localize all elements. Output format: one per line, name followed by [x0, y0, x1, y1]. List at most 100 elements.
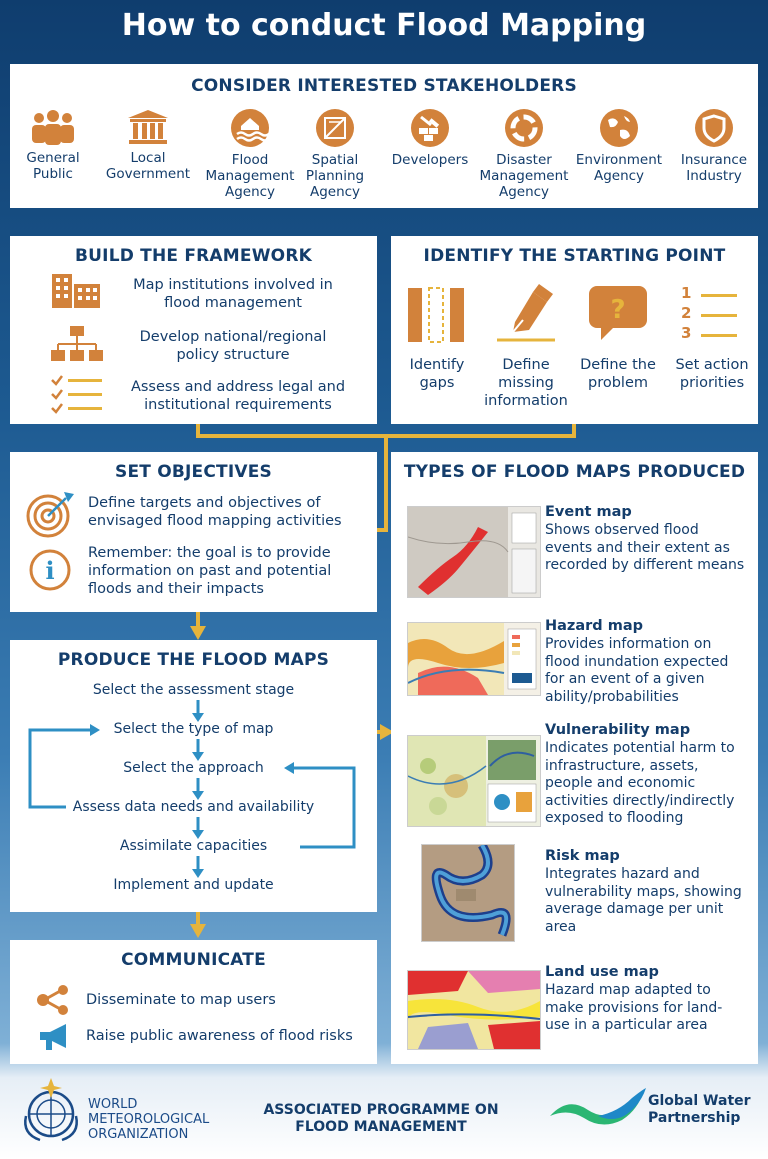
list-number: 2	[681, 304, 692, 322]
step-implement: Implement and update	[113, 877, 274, 893]
stakeholder-spatial-planning: Spatial Planning Agency	[300, 108, 370, 200]
communicate-item-text: Disseminate to map users	[86, 992, 276, 1008]
communicate-card: COMMUNICATE Disseminate to map users Rai…	[10, 940, 377, 1064]
stakeholder-environment-agency: Environment Agency	[572, 108, 666, 184]
people-icon	[32, 110, 74, 145]
lifebuoy-icon	[505, 109, 543, 147]
starting-point-card: IDENTIFY THE STARTING POINT Identify gap…	[391, 236, 758, 424]
objectives-card: SET OBJECTIVES Define targets and object…	[10, 452, 377, 612]
planning-icon	[316, 109, 354, 147]
target-icon	[26, 492, 74, 538]
map-type-desc: Indicates potential harm to infrastructu…	[545, 740, 735, 826]
stakeholder-insurance: Insurance Industry	[674, 108, 754, 184]
map-type-desc: Integrates hazard and vulnerability maps…	[545, 866, 742, 935]
wmo-name-line: ORGANIZATION	[88, 1127, 189, 1142]
stakeholder-general-public: General Public	[18, 108, 88, 182]
framework-card: BUILD THE FRAMEWORK Map institutions inv…	[10, 236, 377, 424]
hierarchy-icon	[51, 326, 103, 361]
starting-point-text: Define missing information	[484, 357, 568, 409]
stakeholder-disaster-agency: Disaster Management Agency	[478, 108, 570, 200]
stakeholder-developers: Developers	[388, 108, 472, 168]
step-data-needs: Assess data needs and availability	[72, 799, 315, 815]
numbered-list-icon: 1 2 3	[681, 284, 741, 346]
shield-icon	[695, 109, 733, 147]
pen-icon	[497, 284, 555, 342]
share-icon	[37, 985, 68, 1015]
framework-item-text: Assess and address legal and institution…	[130, 379, 346, 413]
info-icon: i	[29, 549, 71, 591]
programme-name-line: FLOOD MANAGEMENT	[295, 1119, 467, 1135]
map-type-desc: Provides information on flood inundation…	[545, 636, 729, 705]
wmo-name-line: WORLD	[88, 1097, 138, 1112]
list-bar	[701, 334, 737, 337]
hazard-map-thumbnail	[407, 622, 541, 696]
map-types-title: TYPES OF FLOOD MAPS PRODUCED	[403, 462, 746, 482]
list-bar	[701, 294, 737, 297]
stakeholder-label: Insurance Industry	[680, 152, 748, 184]
map-type-name: Hazard map	[545, 618, 643, 634]
gaps-icon	[408, 287, 464, 343]
produce-card: PRODUCE THE FLOOD MAPS Select the assess…	[10, 640, 377, 912]
stakeholder-label: Flood Management Agency	[205, 152, 295, 200]
programme-name-line: ASSOCIATED PROGRAMME ON	[263, 1102, 499, 1118]
flow-arrows	[28, 700, 356, 878]
list-number: 1	[681, 284, 692, 302]
communicate-item-text: Raise public awareness of flood risks	[86, 1028, 353, 1044]
map-type-desc: Shows observed flood events and their ex…	[545, 522, 745, 573]
communicate-title: COMMUNICATE	[121, 950, 266, 970]
map-type-name: Event map	[545, 504, 632, 520]
objectives-item-text: Remember: the goal is to provide informa…	[88, 545, 332, 597]
starting-point-text: Identify gaps	[409, 357, 465, 391]
map-type-name: Land use map	[545, 964, 659, 980]
map-type-name: Vulnerability map	[545, 722, 691, 738]
wmo-logo	[24, 1078, 78, 1142]
question-bubble-icon: ?	[589, 286, 647, 340]
stakeholder-label: Spatial Planning Agency	[305, 152, 365, 200]
framework-item-text: Map institutions involved in flood manag…	[133, 277, 333, 311]
step-type-of-map: Select the type of map	[113, 721, 274, 737]
map-type-name: Risk map	[545, 848, 620, 864]
starting-point-text: Define the problem	[580, 357, 656, 391]
step-capacities: Assimilate capacities	[119, 838, 268, 854]
framework-title: BUILD THE FRAMEWORK	[75, 246, 312, 266]
stakeholder-label: Developers	[391, 152, 469, 168]
buildings-icon	[52, 274, 100, 308]
list-number: 3	[681, 324, 692, 342]
gwp-logo	[550, 1088, 646, 1125]
globe-icon	[600, 109, 638, 147]
produce-title: PRODUCE THE FLOOD MAPS	[57, 650, 330, 670]
info-glyph: i	[45, 556, 54, 585]
stakeholder-label: Local Government	[105, 150, 191, 182]
starting-point-text: Set action priorities	[675, 357, 749, 391]
wmo-name: WORLD METEOROLOGICAL ORGANIZATION	[88, 1097, 209, 1142]
wmo-name-line: METEOROLOGICAL	[88, 1112, 210, 1127]
stakeholder-label: Disaster Management Agency	[479, 152, 569, 200]
list-bar	[701, 314, 737, 317]
government-building-icon	[128, 110, 168, 144]
stakeholders-title: CONSIDER INTERESTED STAKEHOLDERS	[191, 76, 577, 96]
stakeholder-label: General Public	[26, 150, 80, 182]
svg-text:?: ?	[610, 295, 625, 325]
flood-icon	[231, 109, 270, 147]
gwp-name: Global Water Partnership	[648, 1093, 751, 1127]
vulnerability-map-thumbnail	[407, 735, 541, 827]
megaphone-icon	[40, 1024, 66, 1050]
map-type-desc: Hazard map adapted to make provisions fo…	[545, 982, 723, 1033]
gwp-name-line: Global Water	[648, 1093, 751, 1109]
land-use-map-thumbnail	[407, 970, 541, 1050]
gwp-name-line: Partnership	[648, 1110, 741, 1126]
framework-item-text: Develop national/regional policy structu…	[139, 329, 327, 363]
construction-icon	[411, 109, 449, 147]
page-title: How to conduct Flood Mapping	[121, 8, 647, 43]
step-approach: Select the approach	[123, 760, 264, 776]
step-assessment-stage: Select the assessment stage	[92, 682, 295, 698]
checklist-icon	[51, 375, 102, 414]
starting-point-title: IDENTIFY THE STARTING POINT	[423, 246, 726, 266]
stakeholder-flood-agency: Flood Management Agency	[200, 108, 300, 200]
risk-map-thumbnail	[421, 844, 515, 942]
stakeholder-label: Environment Agency	[575, 152, 663, 184]
objectives-item-text: Define targets and objectives of envisag…	[88, 495, 342, 529]
stakeholders-card: CONSIDER INTERESTED STAKEHOLDERS General…	[10, 64, 758, 208]
stakeholder-local-government: Local Government	[98, 108, 198, 182]
event-map-thumbnail	[407, 506, 541, 598]
